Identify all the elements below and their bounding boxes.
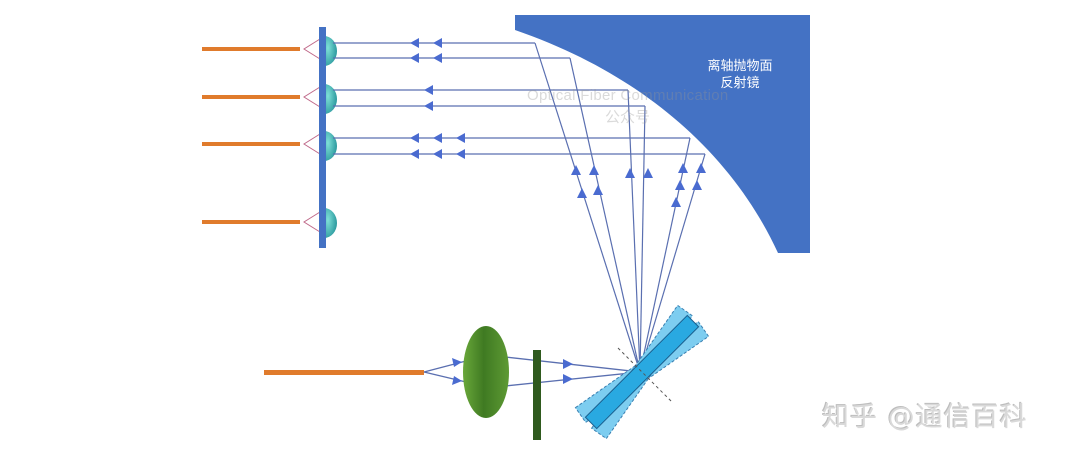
output-fiber-4 xyxy=(202,220,300,224)
up-arrows xyxy=(571,163,706,207)
input-arrows xyxy=(452,358,573,385)
output-fibers xyxy=(202,47,300,224)
watermark-platform: 知乎 @通信百科 xyxy=(822,402,1028,433)
mems-mirror xyxy=(574,304,710,440)
fan-rays xyxy=(534,42,706,373)
coupling-cones xyxy=(303,38,321,233)
mirror-label: 离轴抛物面 反射镜 xyxy=(680,58,800,92)
watermark-source-cn: 公众号 xyxy=(605,108,651,126)
watermark-source-en: Optical Fiber Communication xyxy=(527,87,729,104)
mirror-label-line1: 离轴抛物面 xyxy=(707,59,773,74)
output-fiber-3 xyxy=(202,142,300,146)
collimating-lens xyxy=(463,326,509,418)
mirror-label-line2: 反射镜 xyxy=(720,76,760,91)
output-fiber-2 xyxy=(202,95,300,99)
lens-array-bar xyxy=(319,27,326,248)
input-fiber xyxy=(264,370,424,375)
parabolic-mirror xyxy=(515,15,810,253)
waveplate xyxy=(533,350,541,440)
left-arrows xyxy=(410,38,465,159)
output-fiber-1 xyxy=(202,47,300,51)
